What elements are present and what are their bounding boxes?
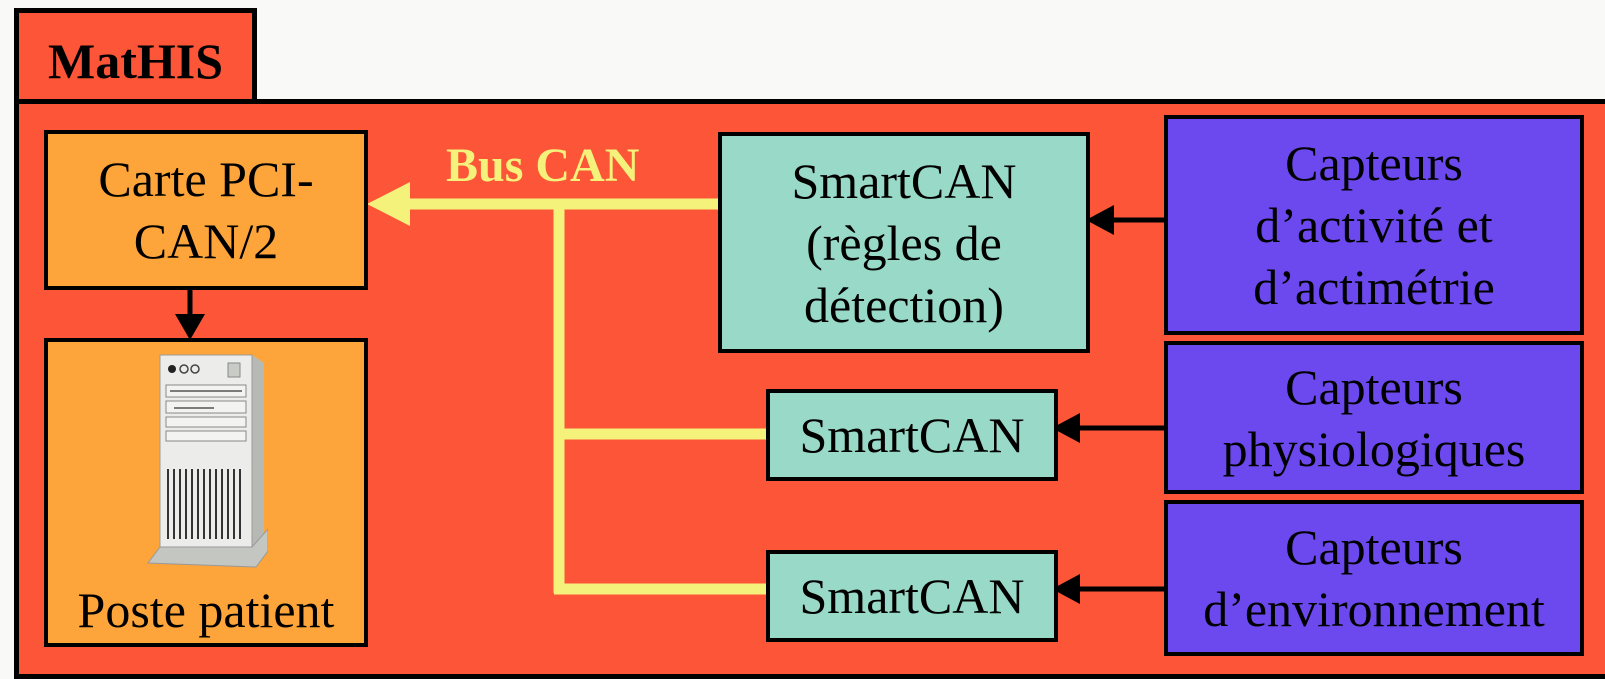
sensor-activity-box: Capteurs d’activité et d’actimétrie: [1164, 115, 1584, 335]
bus-arrowhead: [367, 182, 410, 226]
arrow-sensor-1-head: [1086, 205, 1114, 235]
desktop-tower-icon: [147, 354, 268, 568]
can-bus: [397, 198, 767, 595]
mathis-title: MatHIS: [48, 32, 223, 89]
smartcan-2-box: SmartCAN: [766, 389, 1058, 481]
smartcan-3-label: SmartCAN: [799, 568, 1025, 624]
arrow-sensor-2-head: [1052, 413, 1080, 443]
arrow-pci-to-poste-head: [175, 314, 205, 340]
sensor-physiological-box: Capteurs physiologiques: [1164, 341, 1584, 494]
bus-can-label: Bus CAN: [446, 139, 640, 192]
smartcan-main-box: SmartCAN (règles de détection): [718, 132, 1090, 353]
pci-card-box: Carte PCI- CAN/2: [44, 130, 368, 290]
smartcan-main-label: SmartCAN (règles de détection): [791, 152, 1017, 333]
sensor-activity-label: Capteurs d’activité et d’actimétrie: [1253, 135, 1495, 315]
sensor-environment-label: Capteurs d’environnement: [1203, 519, 1545, 637]
mathis-tab: MatHIS: [14, 8, 257, 104]
arrow-sensor-3-head: [1052, 574, 1080, 604]
sensor-physiological-label: Capteurs physiologiques: [1222, 358, 1526, 477]
pci-card-label: Carte PCI- CAN/2: [98, 151, 314, 269]
smartcan-3-box: SmartCAN: [766, 550, 1058, 642]
smartcan-2-label: SmartCAN: [799, 407, 1025, 463]
patient-station-box: Poste patient: [44, 338, 368, 647]
sensor-environment-box: Capteurs d’environnement: [1164, 500, 1584, 656]
patient-station-label: Poste patient: [77, 582, 335, 638]
